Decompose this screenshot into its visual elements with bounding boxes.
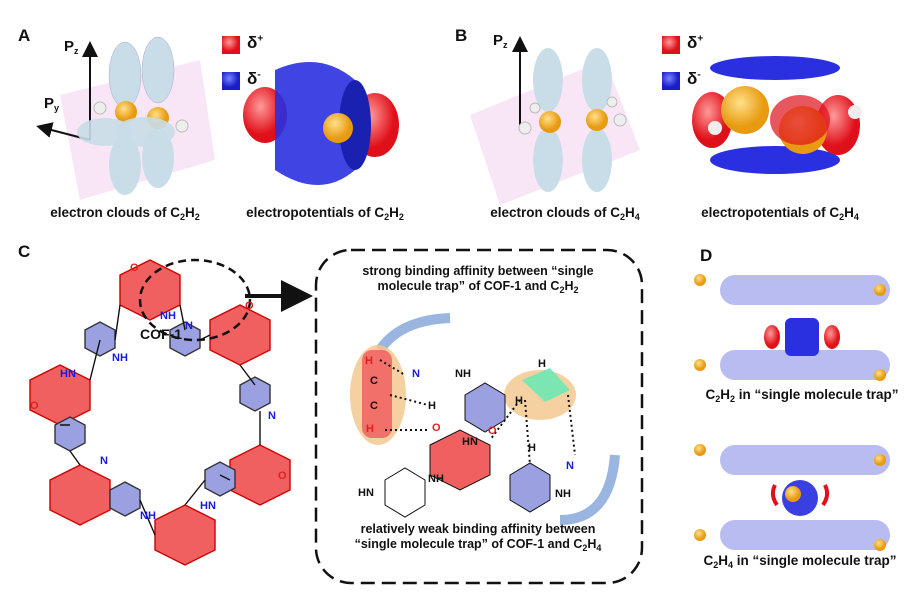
c2h4-electron-clouds (470, 36, 640, 205)
atom-o: O (278, 470, 287, 482)
c2h2-electropotential (243, 62, 399, 185)
caption-c2h4-clouds: electron clouds of C2H4 (490, 205, 640, 222)
inset-binding-site (314, 248, 644, 585)
cof-1-label: COF-1 (140, 326, 182, 342)
atom-h: H (428, 400, 436, 412)
panel-label-d: D (700, 246, 713, 265)
delta-plus-label-b: δ+ (687, 33, 704, 52)
caption-c2h2-trap: C2H2 in “single molecule trap” (705, 387, 899, 404)
cof-1-structure (29, 258, 291, 566)
delta-minus-cube-icon (662, 72, 680, 90)
atom-nh: NH (160, 310, 176, 322)
atom-n: N (412, 368, 420, 380)
atom-h: H (528, 442, 536, 454)
atom-n: N (566, 460, 574, 472)
atom-h: H (365, 355, 373, 367)
atom-o: O (432, 422, 441, 434)
atom-n: N (185, 320, 193, 332)
delta-minus-label-b: δ- (687, 69, 701, 88)
c2h2-trap-model (694, 274, 890, 381)
c2h4-trap-model (694, 444, 890, 551)
c2h2-electron-clouds (36, 36, 215, 200)
atom-c: C (370, 400, 378, 412)
atom-h: H (515, 395, 523, 407)
caption-c2h2-clouds: electron clouds of C2H2 (50, 205, 200, 222)
delta-plus-cube-icon (662, 36, 680, 54)
atom-h: H (366, 423, 374, 435)
atom-o: O (130, 262, 139, 274)
caption-c2h4-potentials: electropotentials of C2H4 (701, 205, 859, 222)
py-label-a: Py (44, 95, 60, 113)
atom-nh: NH (112, 352, 128, 364)
delta-plus-cube-icon (222, 36, 240, 54)
pz-label-a: Pz (64, 38, 79, 56)
legend-b (662, 36, 680, 90)
atom-o: O (245, 300, 254, 312)
atom-hn: HN (60, 368, 76, 380)
atom-h: H (538, 358, 546, 370)
panel-label-b: B (455, 26, 468, 45)
atom-hn: HN (358, 487, 374, 499)
atom-o: O (30, 400, 39, 412)
atom-nh: NH (140, 510, 156, 522)
atom-nh: NH (428, 473, 444, 485)
delta-plus-label-a: δ+ (247, 33, 264, 52)
atom-n: N (100, 455, 108, 467)
panel-label-c: C (18, 242, 31, 261)
inset-note-weak: relatively weak binding affinity between… (354, 522, 602, 553)
pz-label-b: Pz (493, 32, 508, 50)
atom-o: O (488, 425, 497, 437)
atom-hn: HN (200, 500, 216, 512)
atom-c: C (370, 375, 378, 387)
delta-minus-label-a: δ- (247, 69, 261, 88)
atom-nh: NH (455, 368, 471, 380)
atom-nh: NH (555, 488, 571, 500)
c2h4-electropotential (692, 56, 862, 174)
delta-minus-cube-icon (222, 72, 240, 90)
legend-a (222, 36, 240, 90)
atom-n: N (268, 410, 276, 422)
caption-c2h4-trap: C2H4 in “single molecule trap” (703, 553, 897, 570)
atom-hn: HN (462, 436, 478, 448)
caption-c2h2-potentials: electropotentials of C2H2 (246, 205, 404, 222)
panel-label-a: A (18, 26, 31, 45)
